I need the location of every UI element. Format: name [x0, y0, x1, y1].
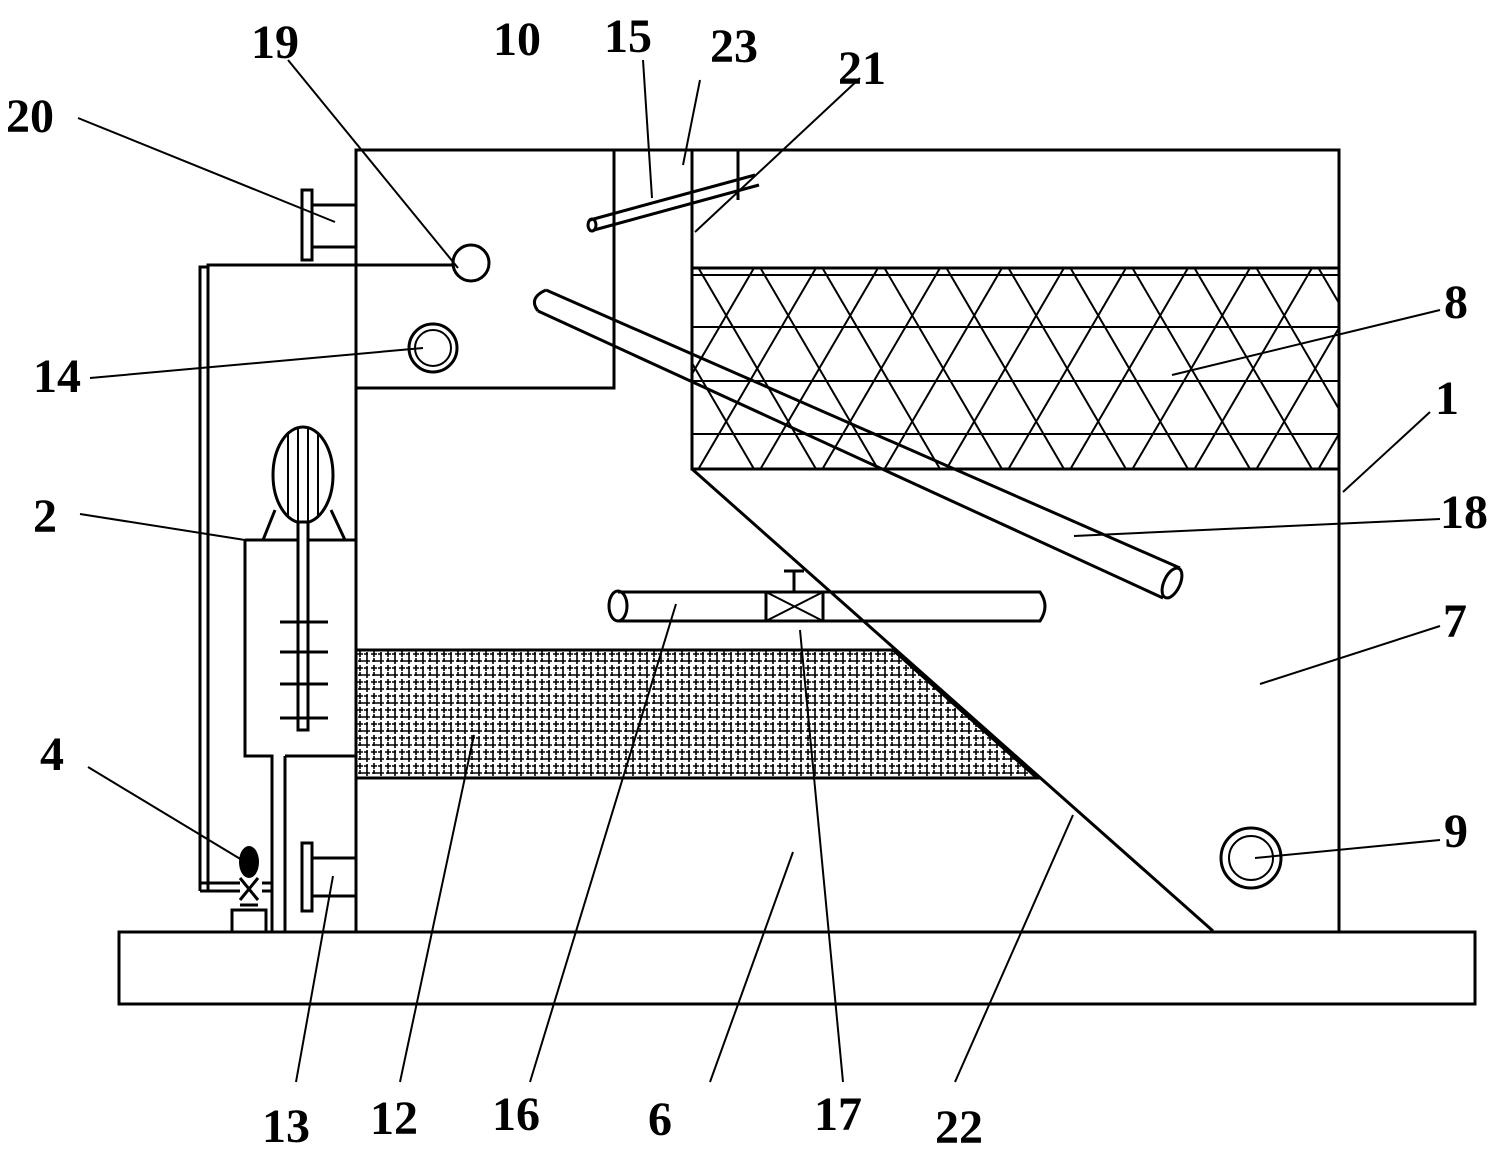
label-12: 12 [370, 1092, 418, 1145]
label-13: 13 [262, 1100, 310, 1152]
valve [764, 569, 825, 623]
label-16: 16 [492, 1088, 540, 1141]
nozzle [451, 243, 491, 283]
mixing-tank [243, 425, 356, 931]
label-6: 6 [648, 1093, 672, 1146]
horizontal-pipe [607, 589, 1047, 623]
label-21: 21 [838, 42, 886, 95]
inclined-pipe [532, 288, 1184, 600]
label-8: 8 [1444, 276, 1468, 329]
pump [230, 846, 268, 934]
label-22: 22 [935, 1101, 983, 1152]
label-1: 1 [1435, 372, 1459, 425]
callout-labels: 19 10 15 23 21 20 8 1 14 2 18 7 4 9 13 1… [6, 10, 1488, 1154]
feed-pipe [198, 263, 453, 891]
filter-screen [690, 266, 1341, 471]
label-20: 20 [6, 90, 54, 143]
label-15: 15 [604, 10, 652, 63]
flange-20 [300, 188, 356, 262]
label-23: 23 [710, 20, 758, 73]
outlet-9 [1219, 826, 1283, 890]
label-2: 2 [33, 490, 57, 543]
inclined-plate [691, 467, 1214, 933]
label-19: 19 [251, 16, 299, 69]
filter-layer [354, 648, 1041, 780]
label-17: 17 [814, 1088, 862, 1141]
feed-pipe-bottom [200, 881, 240, 893]
label-4: 4 [40, 728, 64, 781]
label-7: 7 [1443, 595, 1467, 648]
label-18: 18 [1440, 486, 1488, 539]
flange-13 [300, 841, 356, 913]
label-14: 14 [33, 350, 81, 403]
label-10: 10 [493, 13, 541, 66]
feed-pipe-tank [262, 881, 272, 893]
base-plate [117, 930, 1477, 1006]
upper-chamber [356, 150, 616, 390]
label-9: 9 [1444, 805, 1468, 858]
leader-lines [77, 59, 1441, 1083]
